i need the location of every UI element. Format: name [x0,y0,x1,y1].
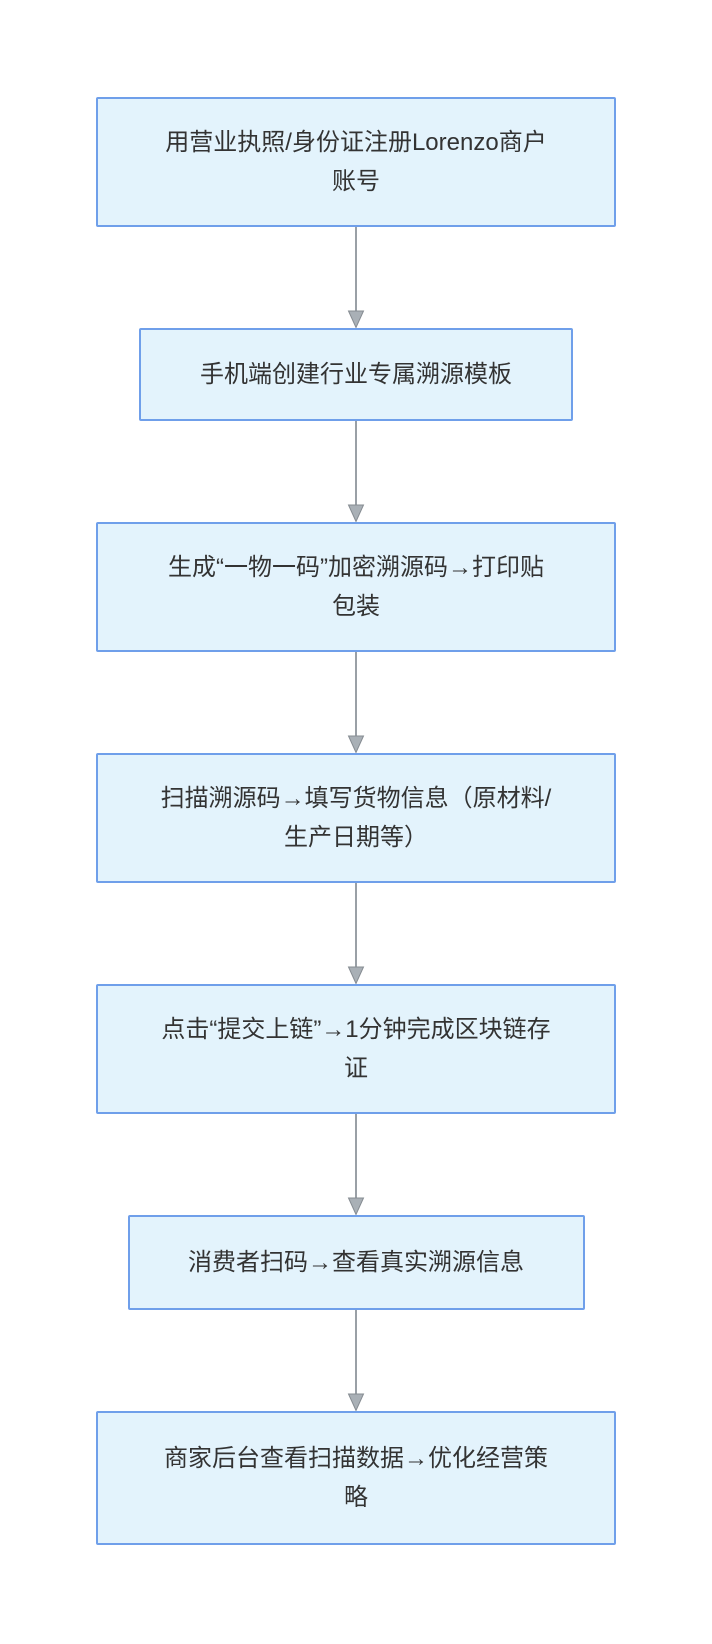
node-text-line: 手机端创建行业专属溯源模板 [200,361,512,388]
node-text-line: 扫描溯源码→填写货物信息（原材料/ [160,785,552,812]
down-arrow [347,421,365,522]
down-arrow [347,1310,365,1411]
flow-node-backend-analytics: 商家后台查看扫描数据→优化经营策 略 [96,1411,616,1545]
node-text-line: 略 [344,1484,368,1511]
node-text-line: 消费者扫码→查看真实溯源信息 [188,1249,524,1276]
node-text-line: 商家后台查看扫描数据→优化经营策 [164,1445,548,1472]
flow-node-register-account: 用营业执照/身份证注册Lorenzo商户 账号 [96,97,616,227]
node-text-line: 证 [344,1055,368,1082]
flow-node-submit-to-chain: 点击“提交上链”→1分钟完成区块链存 证 [96,984,616,1114]
down-arrow [347,652,365,753]
flow-node-generate-code: 生成“一物一码”加密溯源码→打印贴 包装 [96,522,616,652]
down-arrow [347,883,365,984]
node-text-line: 账号 [332,168,380,195]
node-text-line: 用营业执照/身份证注册Lorenzo商户 [165,129,547,156]
node-text-line: 包装 [332,593,380,620]
flow-node-scan-fill-info: 扫描溯源码→填写货物信息（原材料/ 生产日期等） [96,753,616,883]
flow-node-consumer-scan: 消费者扫码→查看真实溯源信息 [127,1215,585,1310]
node-text-line: 生成“一物一码”加密溯源码→打印贴 [168,554,544,581]
down-arrow [347,1114,365,1215]
flow-node-create-template: 手机端创建行业专属溯源模板 [139,328,573,421]
down-arrow [347,227,365,328]
node-text-line: 生产日期等） [284,824,428,851]
node-text-line: 点击“提交上链”→1分钟完成区块链存 [161,1016,551,1043]
